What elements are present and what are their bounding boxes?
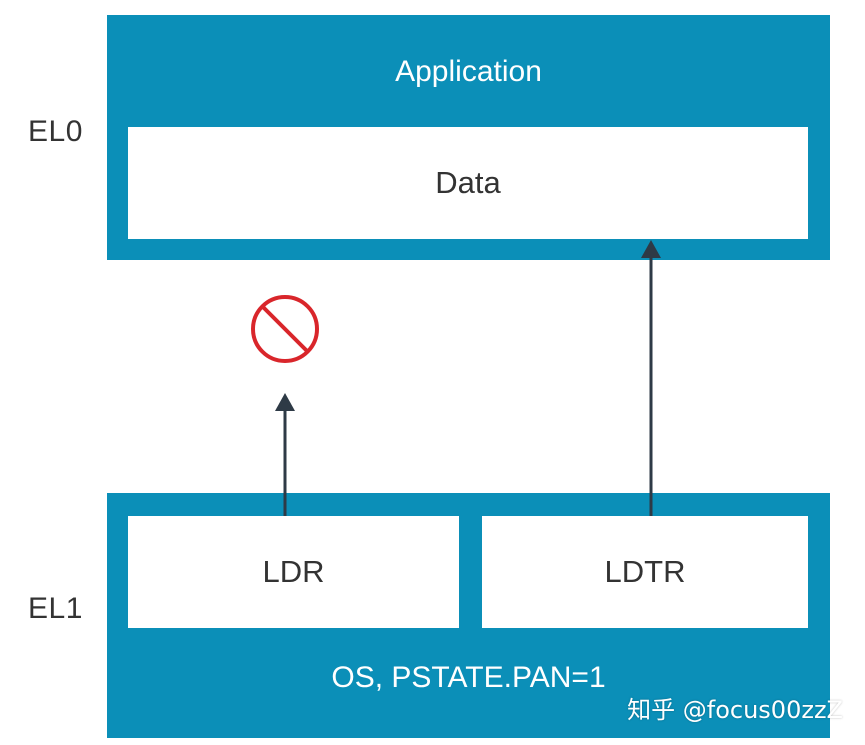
el1-label: EL1 [28, 592, 83, 625]
ldtr-box: LDTR [482, 516, 808, 628]
el0-label: EL0 [28, 115, 83, 148]
application-panel: Application Data [107, 15, 830, 260]
ldr-box: LDR [128, 516, 459, 628]
os-panel: LDR LDTR OS, PSTATE.PAN=1 [107, 493, 830, 738]
watermark: 知乎 @focus00zzZ [627, 696, 843, 724]
ldr-arrow [275, 393, 295, 516]
ldtr-arrow [641, 240, 661, 516]
data-box: Data [128, 127, 808, 239]
no-entry-icon [251, 295, 319, 363]
os-footer-label: OS, PSTATE.PAN=1 [331, 661, 606, 694]
application-title: Application [395, 55, 542, 88]
